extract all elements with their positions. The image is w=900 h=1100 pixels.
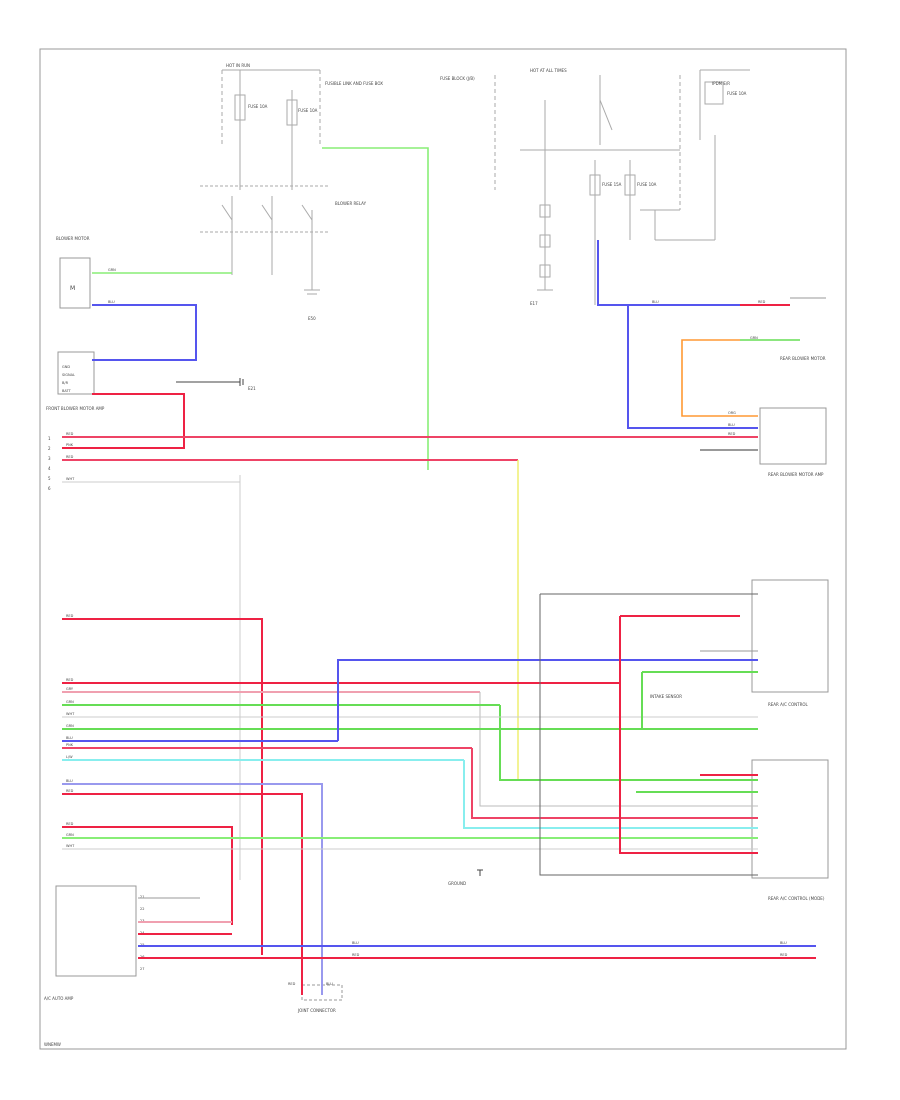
svg-text:BLU: BLU xyxy=(728,423,735,427)
svg-text:RED: RED xyxy=(66,822,74,826)
svg-text:PNK: PNK xyxy=(66,743,74,747)
svg-text:5: 5 xyxy=(48,476,51,481)
intake-sensor-label: INTAKE SENSOR xyxy=(650,694,682,699)
top-right-fuse-block xyxy=(494,69,750,305)
footer-code: WNEMW xyxy=(44,1042,61,1047)
svg-text:RED: RED xyxy=(728,432,736,436)
svg-text:GRN: GRN xyxy=(66,700,74,704)
svg-text:WHT: WHT xyxy=(66,477,75,481)
svg-text:4: 4 xyxy=(48,466,51,471)
rear-blower-motor: REAR BLOWER MOTOR xyxy=(780,297,826,361)
left-pin-labels: 1 2 3 4 5 6 xyxy=(48,436,51,491)
joint-connector: JOINT CONNECTOR xyxy=(297,984,343,1013)
svg-text:BLU: BLU xyxy=(780,941,787,945)
relay-label: BLOWER RELAY xyxy=(335,201,367,206)
fuse-c-label: FUSE 15A xyxy=(602,182,622,187)
svg-text:ORG: ORG xyxy=(728,411,736,415)
wire-orange xyxy=(681,339,758,417)
svg-text:BLU: BLU xyxy=(652,300,659,304)
hot-in-run-label: HOT IN RUN xyxy=(226,63,250,68)
svg-text:REAR BLOWER MOTOR AMP: REAR BLOWER MOTOR AMP xyxy=(768,472,824,477)
rear-ac-control-2: REAR A/C CONTROL (MODE) xyxy=(751,759,829,901)
svg-text:RED: RED xyxy=(288,982,296,986)
svg-text:A/C AUTO AMP: A/C AUTO AMP xyxy=(44,996,74,1001)
ground-symbol-left xyxy=(176,378,244,386)
svg-text:REAR BLOWER MOTOR: REAR BLOWER MOTOR xyxy=(780,356,826,361)
svg-text:BLOWER MOTOR: BLOWER MOTOR xyxy=(56,236,90,241)
svg-text:1: 1 xyxy=(48,436,51,441)
ground-label-1: E21 xyxy=(248,386,256,391)
rear-ground-label: GROUND xyxy=(448,881,466,886)
svg-text:BLU: BLU xyxy=(326,982,333,986)
ac-auto-amp: A/C AUTO AMP 21 22 23 24 25 26 27 xyxy=(44,885,145,1001)
wire-tags: GRN BLU BLU RED GRN ORG BLU RED RED PNK … xyxy=(66,268,788,986)
svg-text:RED: RED xyxy=(66,432,74,436)
fuse-d-label: FUSE 10A xyxy=(637,182,657,187)
svg-text:2: 2 xyxy=(48,446,51,451)
svg-text:RED: RED xyxy=(66,789,74,793)
svg-text:GRN: GRN xyxy=(108,268,116,272)
svg-text:GRN: GRN xyxy=(750,336,758,340)
fuse-box-label-3: IPDM E/R xyxy=(712,81,730,86)
fuse-box-label-1: FUSIBLE LINK AND FUSE BOX xyxy=(325,81,383,86)
svg-text:GRN: GRN xyxy=(66,724,74,728)
svg-text:GRY: GRY xyxy=(66,687,74,691)
wire-red-bus xyxy=(62,393,758,780)
svg-text:RED: RED xyxy=(66,678,74,682)
svg-text:BLU: BLU xyxy=(66,736,73,740)
svg-text:WHT: WHT xyxy=(66,844,75,848)
rear-ac-control-1: REAR A/C CONTROL xyxy=(751,579,829,707)
svg-text:L/W: L/W xyxy=(66,755,73,759)
hot-at-all-times-label: HOT AT ALL TIMES xyxy=(530,68,567,73)
svg-text:B/R: B/R xyxy=(62,381,69,385)
svg-text:BLU: BLU xyxy=(66,779,73,783)
svg-text:BATT: BATT xyxy=(62,389,72,393)
svg-text:RED: RED xyxy=(66,455,74,459)
svg-text:RED: RED xyxy=(758,300,766,304)
wire-mid-section xyxy=(62,618,758,995)
svg-text:3: 3 xyxy=(48,456,51,461)
top-left-fuse-block xyxy=(200,69,330,295)
svg-text:PNK: PNK xyxy=(66,443,74,447)
rear-blower-amp: REAR BLOWER MOTOR AMP xyxy=(759,407,827,477)
svg-text:BLU: BLU xyxy=(352,941,359,945)
svg-text:M: M xyxy=(70,285,75,292)
svg-text:GND: GND xyxy=(62,365,70,369)
svg-text:GRN: GRN xyxy=(66,833,74,837)
front-blower-amp: FRONT BLOWER MOTOR AMP GND SIGNAL B/R BA… xyxy=(46,351,105,411)
svg-text:RED: RED xyxy=(352,953,360,957)
wire-blue-rear xyxy=(597,240,758,429)
svg-text:RED: RED xyxy=(66,614,74,618)
fuse-box-label-2: FUSE BLOCK (J/B) xyxy=(440,76,475,81)
svg-text:FRONT BLOWER MOTOR AMP: FRONT BLOWER MOTOR AMP xyxy=(46,406,105,411)
wire-bottom-bus xyxy=(138,897,816,959)
wire-blue-front xyxy=(92,304,197,361)
wire-rear-control xyxy=(539,593,758,876)
svg-text:21: 21 xyxy=(140,895,144,899)
svg-text:JOINT CONNECTOR: JOINT CONNECTOR xyxy=(297,1008,336,1013)
svg-text:WHT: WHT xyxy=(66,712,75,716)
fuse-b-label: FUSE 10A xyxy=(298,108,318,113)
diagram-border xyxy=(39,48,847,1050)
svg-text:22: 22 xyxy=(140,907,144,911)
svg-text:REAR A/C CONTROL (MODE): REAR A/C CONTROL (MODE) xyxy=(768,896,825,901)
svg-text:27: 27 xyxy=(140,967,144,971)
ground-label-3: E17 xyxy=(530,301,538,306)
fuse-a-label: FUSE 10A xyxy=(248,104,268,109)
svg-text:RED: RED xyxy=(780,953,788,957)
blower-motor: BLOWER MOTOR M xyxy=(56,236,91,309)
svg-text:BLU: BLU xyxy=(108,300,115,304)
wire-green-top xyxy=(92,147,429,470)
fuse-e-label: FUSE 10A xyxy=(727,91,747,96)
svg-text:REAR A/C CONTROL: REAR A/C CONTROL xyxy=(768,702,809,707)
svg-text:SIGNAL: SIGNAL xyxy=(62,373,75,377)
ground-symbol-rear xyxy=(477,869,483,876)
svg-text:6: 6 xyxy=(48,486,51,491)
ground-label-2: E50 xyxy=(308,316,316,321)
